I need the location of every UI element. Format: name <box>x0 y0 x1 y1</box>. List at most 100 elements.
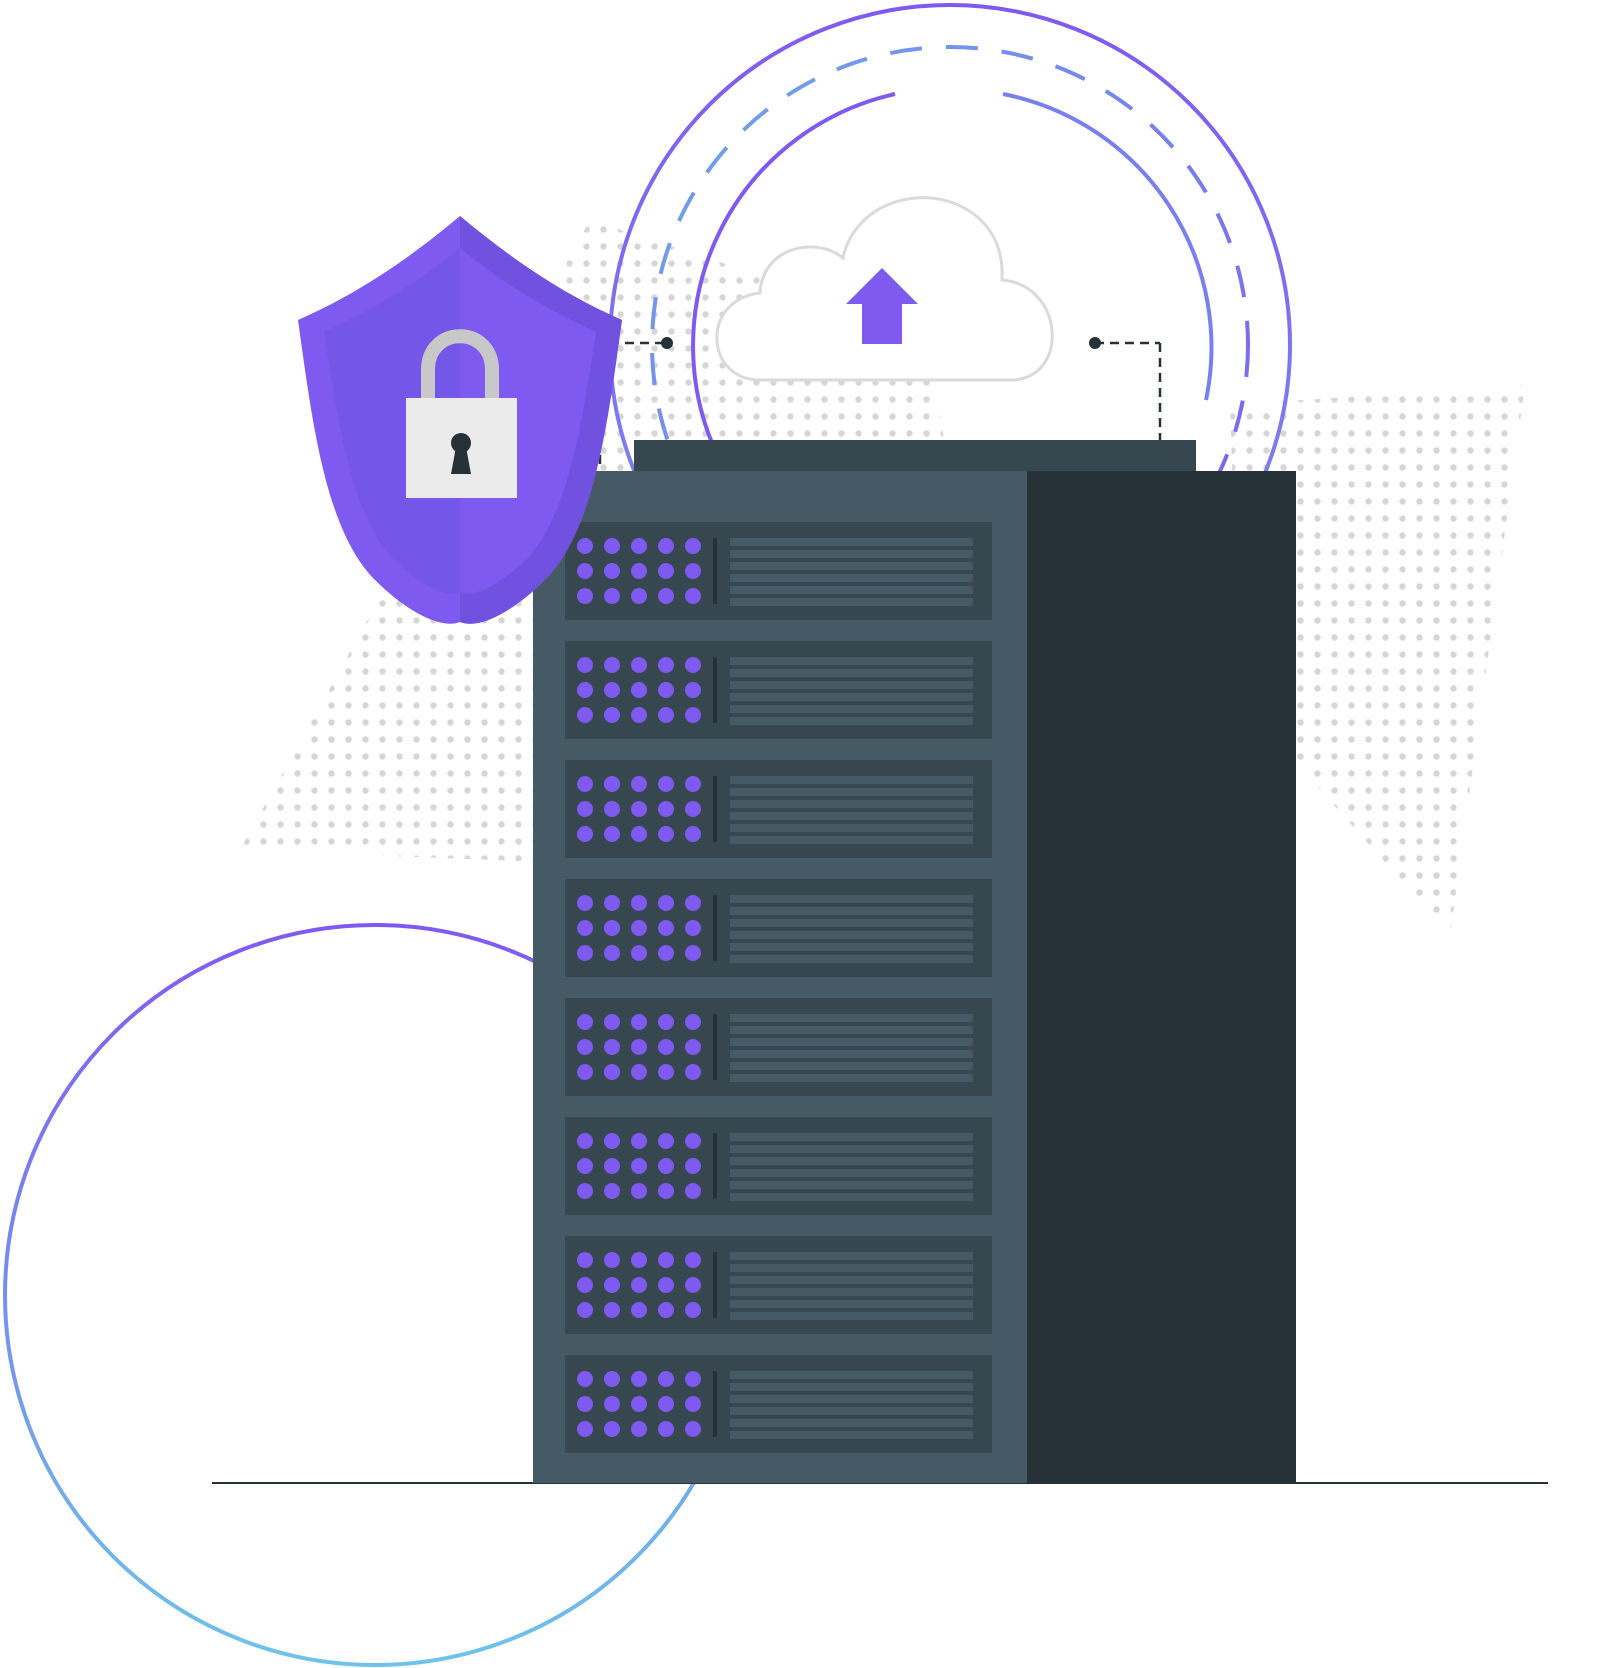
status-light <box>577 682 593 698</box>
status-light <box>658 707 674 723</box>
status-light <box>685 945 701 961</box>
status-light <box>577 1277 593 1293</box>
vent-slot <box>730 1133 973 1141</box>
server-unit <box>565 1236 992 1334</box>
vent-slot <box>730 1288 973 1296</box>
status-light <box>658 801 674 817</box>
status-light <box>685 682 701 698</box>
vent-slot <box>730 586 973 594</box>
vent-slot <box>730 1074 973 1082</box>
status-light <box>658 1014 674 1030</box>
server-unit <box>565 522 992 620</box>
status-light <box>658 1064 674 1080</box>
status-light <box>577 1302 593 1318</box>
status-light <box>685 1277 701 1293</box>
status-light <box>685 1252 701 1268</box>
status-light <box>658 538 674 554</box>
server-unit <box>565 998 992 1096</box>
status-light <box>658 945 674 961</box>
status-light <box>685 1371 701 1387</box>
vent-slot <box>730 1300 973 1308</box>
status-light <box>658 1302 674 1318</box>
vent-slot <box>730 824 973 832</box>
status-light <box>685 1039 701 1055</box>
unit-divider <box>713 538 717 604</box>
status-light <box>685 826 701 842</box>
vent-slot <box>730 1181 973 1189</box>
vent-slot <box>730 538 973 546</box>
status-light <box>577 1396 593 1412</box>
status-light <box>685 1302 701 1318</box>
vent-slot <box>730 1371 973 1379</box>
vent-slot <box>730 1014 973 1022</box>
vent-slot <box>730 1276 973 1284</box>
vent-slot <box>730 657 973 665</box>
status-light <box>631 1039 647 1055</box>
rack-side <box>1027 471 1296 1483</box>
status-light <box>631 1158 647 1174</box>
unit-divider <box>713 1014 717 1080</box>
status-light <box>658 895 674 911</box>
vent-slot <box>730 669 973 677</box>
vent-slot <box>730 955 973 963</box>
status-light <box>577 920 593 936</box>
status-light <box>631 588 647 604</box>
status-light <box>631 776 647 792</box>
server-unit <box>565 1355 992 1453</box>
status-light <box>685 1014 701 1030</box>
status-light <box>658 588 674 604</box>
server-units <box>565 522 992 1453</box>
server-unit <box>565 641 992 739</box>
status-light <box>631 1252 647 1268</box>
vent-slot <box>730 1264 973 1272</box>
status-light <box>631 1014 647 1030</box>
status-light <box>631 1133 647 1149</box>
status-light <box>658 682 674 698</box>
unit-divider <box>713 776 717 842</box>
vent-slot <box>730 693 973 701</box>
status-light <box>631 826 647 842</box>
status-light <box>577 1252 593 1268</box>
status-light <box>577 776 593 792</box>
status-light <box>658 1039 674 1055</box>
status-light <box>604 920 620 936</box>
vent-slot <box>730 907 973 915</box>
vent-slot <box>730 562 973 570</box>
status-light <box>685 563 701 579</box>
vent-slot <box>730 776 973 784</box>
unit-divider <box>713 1252 717 1318</box>
status-light <box>577 588 593 604</box>
status-light <box>685 1158 701 1174</box>
status-light <box>577 1014 593 1030</box>
status-light <box>631 657 647 673</box>
status-light <box>604 1064 620 1080</box>
upload-arrow-icon <box>846 268 918 344</box>
status-light <box>577 826 593 842</box>
status-light <box>577 1064 593 1080</box>
status-light <box>685 1064 701 1080</box>
status-light <box>604 895 620 911</box>
status-light <box>658 1371 674 1387</box>
status-light <box>604 1277 620 1293</box>
vent-slot <box>730 1395 973 1403</box>
status-light <box>604 707 620 723</box>
status-light <box>658 826 674 842</box>
status-light <box>577 1133 593 1149</box>
vent-slot <box>730 1169 973 1177</box>
vent-slot <box>730 1193 973 1201</box>
vent-slot <box>730 1252 973 1260</box>
status-light <box>631 682 647 698</box>
status-light <box>604 1158 620 1174</box>
lock-icon <box>406 329 517 498</box>
status-light <box>604 1252 620 1268</box>
status-light <box>658 563 674 579</box>
status-light <box>685 1133 701 1149</box>
status-light <box>631 945 647 961</box>
status-light <box>631 1421 647 1437</box>
vent-slot <box>730 800 973 808</box>
status-light <box>685 895 701 911</box>
status-light <box>658 920 674 936</box>
connector-node-right <box>1089 337 1101 349</box>
status-light <box>658 1183 674 1199</box>
vent-slot <box>730 1383 973 1391</box>
